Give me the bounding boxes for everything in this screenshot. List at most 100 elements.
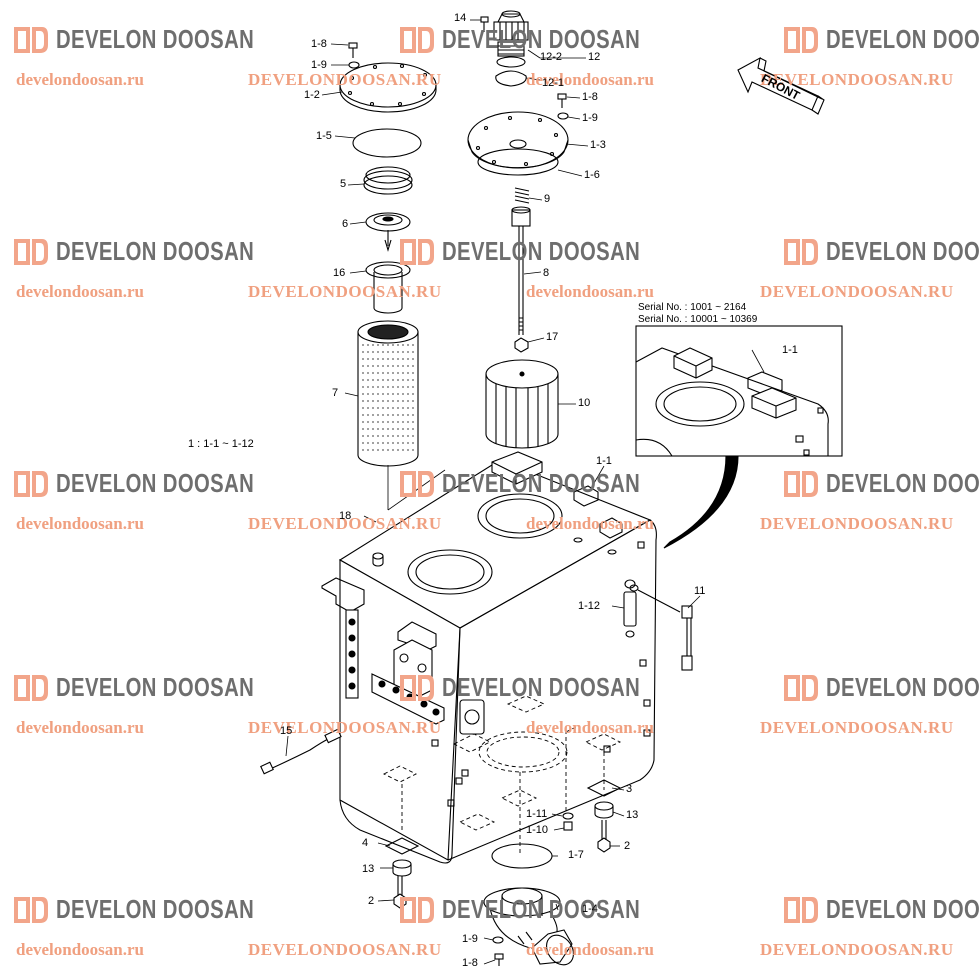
nut-17 [514, 337, 529, 353]
part-label-1-4: 1-4 [582, 903, 598, 915]
part-label-1-1: 1-1 [596, 455, 612, 467]
inset-view [635, 325, 843, 457]
bolt-14 [480, 16, 489, 32]
watermark-brand: DEVELON DOOSAN [442, 236, 641, 266]
part-label-1-8: 1-8 [311, 38, 327, 50]
part-label-1-9: 1-9 [582, 112, 598, 124]
breather-12 [493, 10, 529, 68]
bolt-1-8-bottom [494, 953, 504, 966]
cover-plate-1-2 [339, 62, 437, 113]
sensor-15 [260, 728, 342, 775]
watermark-brand: DEVELON DOOSAN [56, 24, 255, 54]
watermark-url: DEVELONDOOSAN.RU [760, 718, 954, 737]
part-label-1-9: 1-9 [311, 59, 327, 71]
watermark-url: DEVELONDOOSAN.RU [760, 282, 954, 301]
bolt-2-right [597, 820, 611, 853]
part-label-1-8: 1-8 [462, 957, 478, 969]
serial-range-2: Serial No. : 10001 ~ 10369 [638, 314, 758, 325]
watermark-url: develondoosan.ru [16, 514, 144, 533]
rod-8 [511, 206, 531, 335]
watermark-url: DEVELONDOOSAN.RU [760, 940, 954, 959]
washer-1-9-right [557, 112, 569, 120]
washer-13-left [392, 859, 412, 877]
watermark-brand: DEVELON DOOSAN [442, 24, 641, 54]
part-label-4: 4 [362, 837, 369, 849]
watermark-brand: DEVELON DOOSAN [826, 672, 980, 702]
part-label-17: 17 [546, 331, 559, 343]
watermark-logo: DEVELON DOOSAN [12, 894, 310, 925]
watermark-url: DEVELONDOOSAN.RU [248, 718, 442, 737]
suction-pipe-1-4 [483, 887, 574, 966]
develon-logo-icon [784, 26, 818, 53]
oring-1-7 [491, 843, 553, 869]
part-label-1-2: 1-2 [304, 89, 320, 101]
part-label-12-1: 12-1 [542, 77, 565, 89]
watermark-brand: DEVELON DOOSAN [56, 894, 255, 924]
watermark-brand: DEVELON DOOSAN [56, 468, 255, 498]
watermark-url: develondoosan.ru [16, 718, 144, 737]
watermark-brand: DEVELON DOOSAN [56, 236, 255, 266]
develon-logo-icon [784, 238, 818, 265]
part-label-11: 11 [694, 585, 706, 597]
develon-logo-icon [400, 674, 434, 701]
spring-9 [514, 187, 530, 204]
watermark-brand: DEVELON DOOSAN [826, 468, 980, 498]
watermark-url: DEVELONDOOSAN.RU [248, 282, 442, 301]
washer-1-9-bottom [492, 936, 504, 944]
watermark-brand: DEVELON DOOSAN [56, 672, 255, 702]
part-label-14: 14 [454, 12, 467, 24]
watermark-brand: DEVELON DOOSAN [826, 24, 980, 54]
part-label-1-9: 1-9 [462, 933, 478, 945]
develon-logo-icon [400, 896, 434, 923]
part-label-12-2: 12-2 [540, 51, 563, 63]
develon-logo-icon [784, 896, 818, 923]
inset-part-label: 1-1 [782, 344, 798, 356]
part-label-1-12: 1-12 [578, 600, 601, 612]
watermark-brand: DEVELON DOOSAN [442, 894, 641, 924]
oring-1-5 [352, 128, 422, 158]
assembly-note: 1 : 1-1 ~ 1-12 [188, 438, 254, 450]
sleeve-16 [365, 261, 411, 314]
mount-bracket-4 [384, 837, 420, 855]
watermark-logo: DEVELON DOOSAN [12, 24, 310, 55]
gasket-12-1 [495, 70, 527, 87]
bolt-1-8-left [348, 42, 358, 58]
watermark-logo: DEVELON DOOSAN [782, 236, 980, 267]
part-label-1-6: 1-6 [584, 169, 600, 181]
watermark-logo: DEVELON DOOSAN [12, 672, 310, 703]
watermark-brand: DEVELON DOOSAN [442, 468, 641, 498]
part-label-13: 13 [362, 863, 375, 875]
part-label-2: 2 [624, 840, 631, 852]
watermark-url: develondoosan.ru [526, 514, 654, 533]
part-label-15: 15 [280, 725, 293, 737]
part-label-3: 3 [626, 783, 633, 795]
watermark-url: DEVELONDOOSAN.RU [760, 70, 954, 89]
watermark-logo: DEVELON DOOSAN [782, 672, 980, 703]
watermark-logo: DEVELON DOOSAN [782, 894, 980, 925]
tank-hidden-features [382, 695, 622, 856]
front-arrow-icon [737, 56, 825, 115]
develon-logo-icon [400, 238, 434, 265]
oring-1-6 [477, 148, 559, 176]
watermark-url: develondoosan.ru [526, 70, 654, 89]
part-label-16: 16 [333, 267, 346, 279]
part-label-8: 8 [543, 267, 550, 279]
watermark-logo: DEVELON DOOSAN [398, 236, 696, 267]
watermark-logo: DEVELON DOOSAN [12, 236, 310, 267]
part-label-1-10: 1-10 [526, 824, 549, 836]
develon-logo-icon [14, 470, 48, 497]
watermark-brand: DEVELON DOOSAN [442, 672, 641, 702]
watermark-url: develondoosan.ru [526, 282, 654, 301]
develon-logo-icon [400, 470, 434, 497]
part-label-2: 2 [368, 895, 375, 907]
watermark-logo: DEVELON DOOSAN [398, 894, 696, 925]
bolt-1-8-right [557, 93, 567, 108]
mount-bracket-3 [586, 779, 622, 797]
watermark-logo: DEVELON DOOSAN [398, 672, 696, 703]
part-label-1-7: 1-7 [568, 849, 584, 861]
develon-logo-icon [14, 674, 48, 701]
watermark-url: develondoosan.ru [16, 940, 144, 959]
part-label-1-3: 1-3 [590, 139, 606, 151]
watermark-url: develondoosan.ru [526, 940, 654, 959]
